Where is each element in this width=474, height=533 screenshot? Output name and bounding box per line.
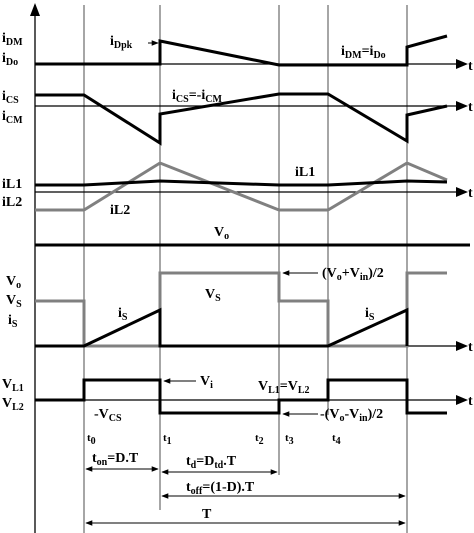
cs-axis-arrowhead [456, 101, 468, 111]
dm-axis-label: t [468, 59, 473, 74]
cs-waveform [35, 92, 448, 146]
vl-equal-label: VL1=VL2 [258, 379, 310, 396]
dm-equal-label: iDM=iDo [341, 44, 386, 61]
il-axis-label: t [468, 186, 473, 201]
vi-label: Vi [200, 374, 213, 391]
vs-left-vs: VS [6, 293, 22, 310]
panel-vo: Vo [35, 225, 470, 247]
cs-label-bottom: iCM [2, 109, 23, 126]
panel-cs: t iCS iCM iCS=-iCM [2, 88, 473, 146]
is-mark-1: iS [118, 306, 128, 323]
il1-curve-label: iL1 [295, 165, 315, 180]
dm-axis-arrowhead [456, 59, 468, 69]
vl-axis-label: t [468, 394, 473, 409]
time-ticks: t0 t1 t2 t3 t4 [87, 432, 341, 447]
il-label-top: iL1 [2, 177, 22, 192]
tick-t3: t3 [285, 432, 294, 447]
tick-t4: t4 [332, 432, 341, 447]
vl-waveform [35, 378, 447, 415]
toff-label: toff=(1-D).T [186, 480, 255, 497]
cs-axis-label: t [468, 100, 473, 115]
is-mark-2: iS [365, 306, 375, 323]
vl-label-bottom: VL2 [2, 396, 24, 413]
interval-annotations: ton=D.T td=Dtd.T toff=(1-D).T T [85, 451, 406, 526]
panel-il: t iL1 iL2 iL2 iL1 [2, 161, 473, 218]
panel-vl: t VL1 VL2 Vi VL1=VL2 -VCS -(Vo-Vin)/2 [2, 374, 473, 424]
il2-waveform [35, 161, 448, 212]
vl-axis-arrowhead [456, 395, 468, 405]
il-axis-arrowhead [456, 187, 468, 197]
panel-vs: t Vo VS iS VS iS iS (Vo+Vin)/2 [6, 266, 473, 355]
vs-mid-label: VS [205, 287, 221, 304]
vs-axis-arrowhead [456, 341, 468, 351]
neg-vcs-label: -VCS [94, 407, 122, 424]
vs-waveform [35, 271, 447, 348]
il1-waveform [35, 179, 448, 187]
dm-label-bottom: iDo [2, 51, 18, 68]
vertical-axis-arrowhead [30, 3, 40, 16]
ton-label: ton=D.T [92, 451, 139, 468]
panel-dm: t iDM iDo iDpk iDM=iDo [2, 31, 473, 74]
vl-low-label: -(Vo-Vin)/2 [320, 407, 383, 424]
vs-axis-label: t [468, 340, 473, 355]
il-label-bottom: iL2 [2, 195, 22, 210]
vs-level-label: (Vo+Vin)/2 [322, 266, 384, 283]
vs-left-is: iS [8, 313, 18, 330]
tick-t2: t2 [255, 432, 264, 447]
tick-t1: t1 [163, 432, 172, 447]
cs-label-top: iCS [2, 89, 19, 106]
td-label: td=Dtd.T [186, 454, 237, 471]
period-label: T [202, 507, 212, 522]
dm-peak-label: iDpk [110, 34, 133, 51]
vs-left-vo: Vo [6, 274, 21, 291]
vl-label-top: VL1 [2, 377, 24, 394]
il2-curve-label: iL2 [110, 203, 130, 218]
dm-waveform [35, 34, 448, 67]
cs-equal-label: iCS=-iCM [172, 88, 222, 105]
tick-t0: t0 [87, 432, 96, 447]
dm-label-top: iDM [2, 31, 23, 48]
is-waveform [35, 307, 409, 348]
vo-label: Vo [214, 225, 229, 242]
